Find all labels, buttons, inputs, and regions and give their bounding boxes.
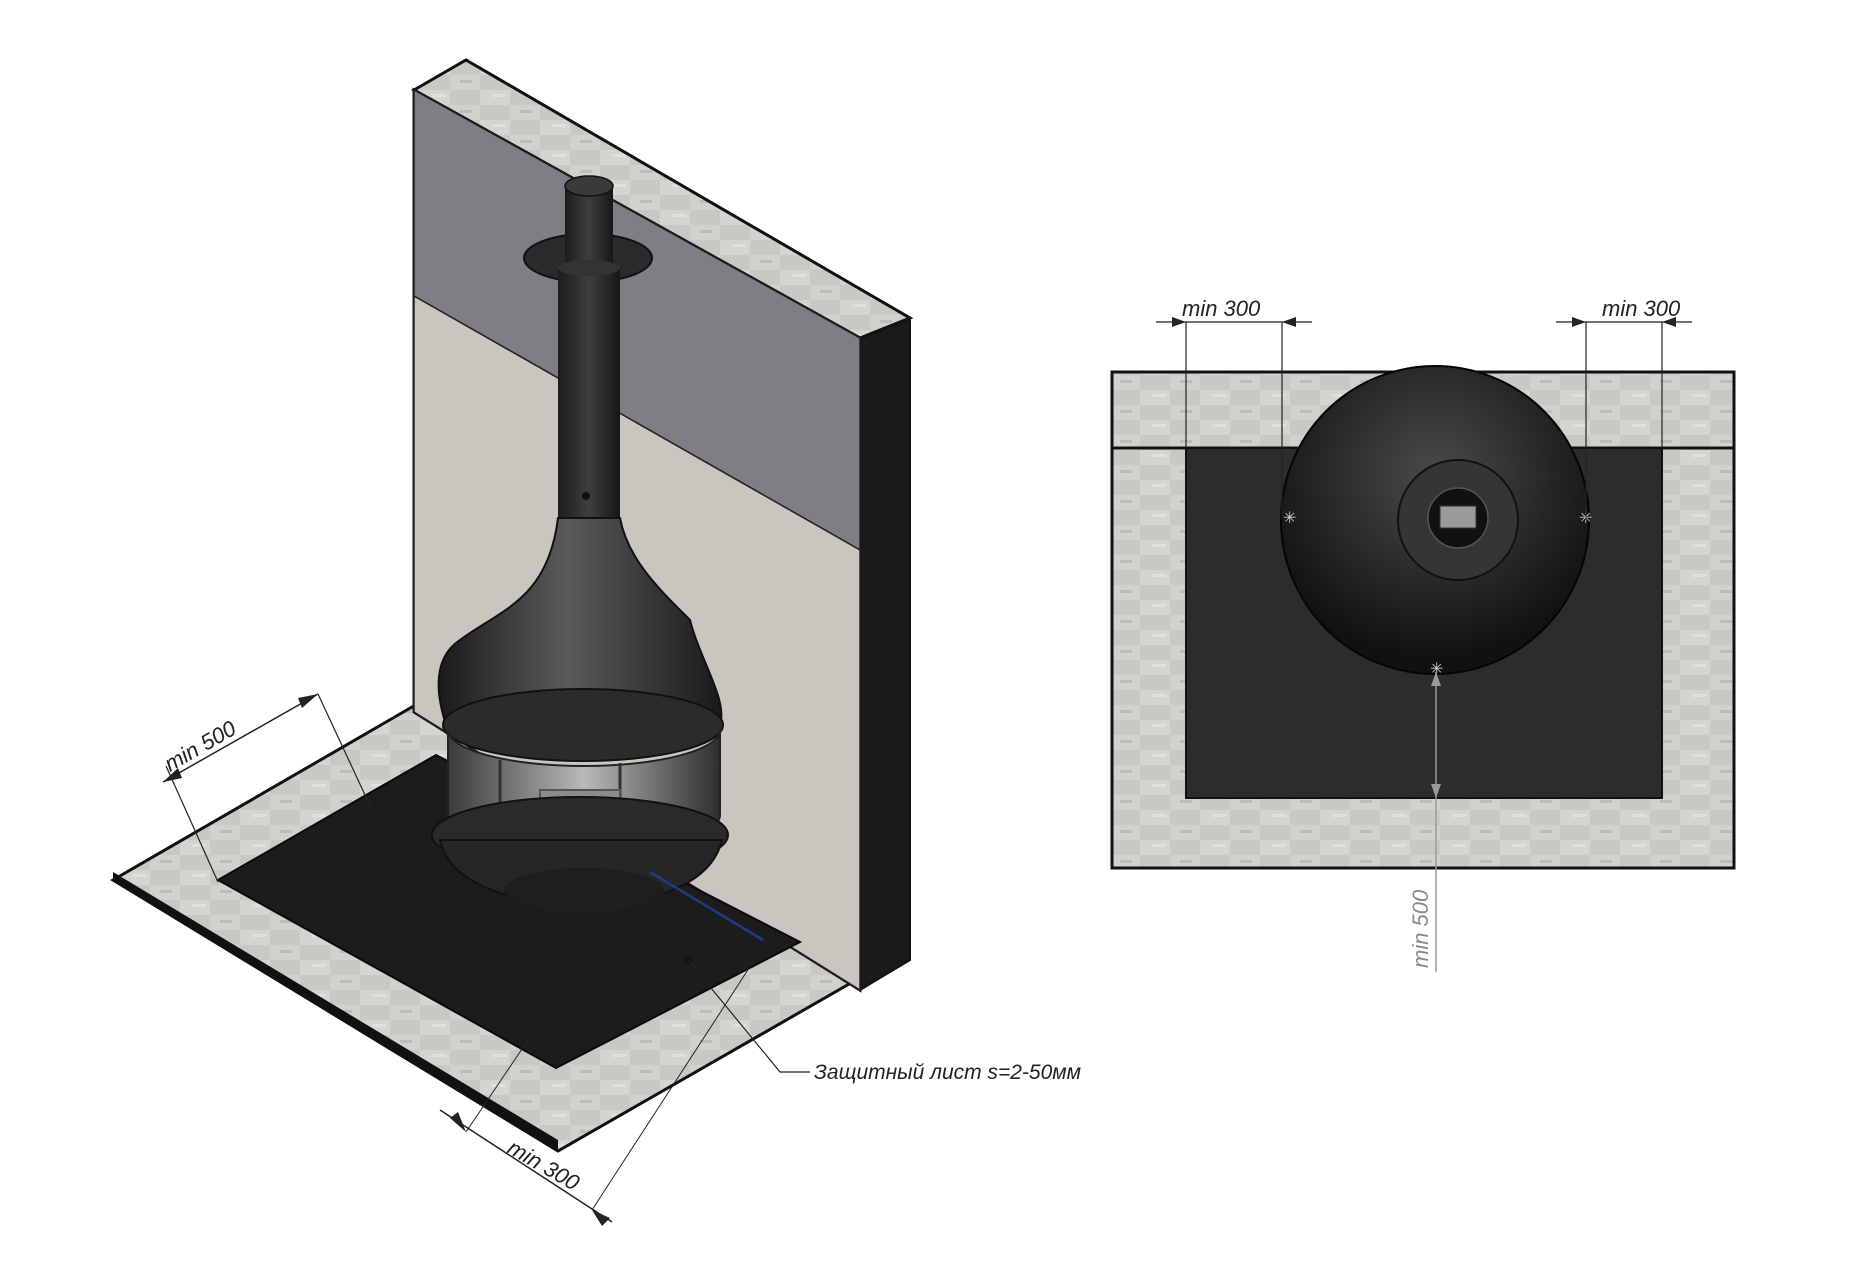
chimney-top-pipe: [565, 186, 613, 264]
wall-side-face: [859, 316, 911, 992]
floor-steel-sheet: [215, 753, 803, 1070]
protective-sheet-callout: Защитный лист s=2-50мм: [684, 956, 1081, 1084]
flue-pipe: [558, 268, 620, 528]
isometric-view: min 500 min 300 Защитный лист s=2-50мм: [110, 58, 1081, 1226]
plan-dim-left-label: min 300: [1182, 296, 1261, 321]
stove-foot: [504, 868, 664, 912]
stove-hood-rim: [442, 688, 724, 762]
plan-dimension-front: min 500: [1408, 672, 1441, 972]
callout-label: Защитный лист s=2-50мм: [814, 1061, 1081, 1084]
plan-dimension-left: min 300: [1156, 296, 1312, 520]
flue-damper-knob: [582, 492, 590, 500]
plan-dimension-right: min 300: [1556, 296, 1692, 520]
dim-depth-label: min 500: [160, 715, 241, 776]
front-edge-highlight: [649, 870, 764, 942]
chimney-top-opening: [564, 175, 614, 197]
plan-dim-front-label: min 500: [1408, 889, 1433, 968]
flue-pipe-top: [558, 260, 620, 276]
plan-chimney-grate: [1439, 505, 1477, 529]
floor-slab-edge: [113, 872, 558, 1151]
plan-dim-right-label: min 300: [1602, 296, 1681, 321]
plan-mark-front: ✳: [1430, 659, 1443, 678]
plan-mark-left: ✳: [1283, 508, 1296, 527]
plan-view: ✳ ✳ ✳ min 300 min 300 min 500: [1110, 296, 1736, 972]
